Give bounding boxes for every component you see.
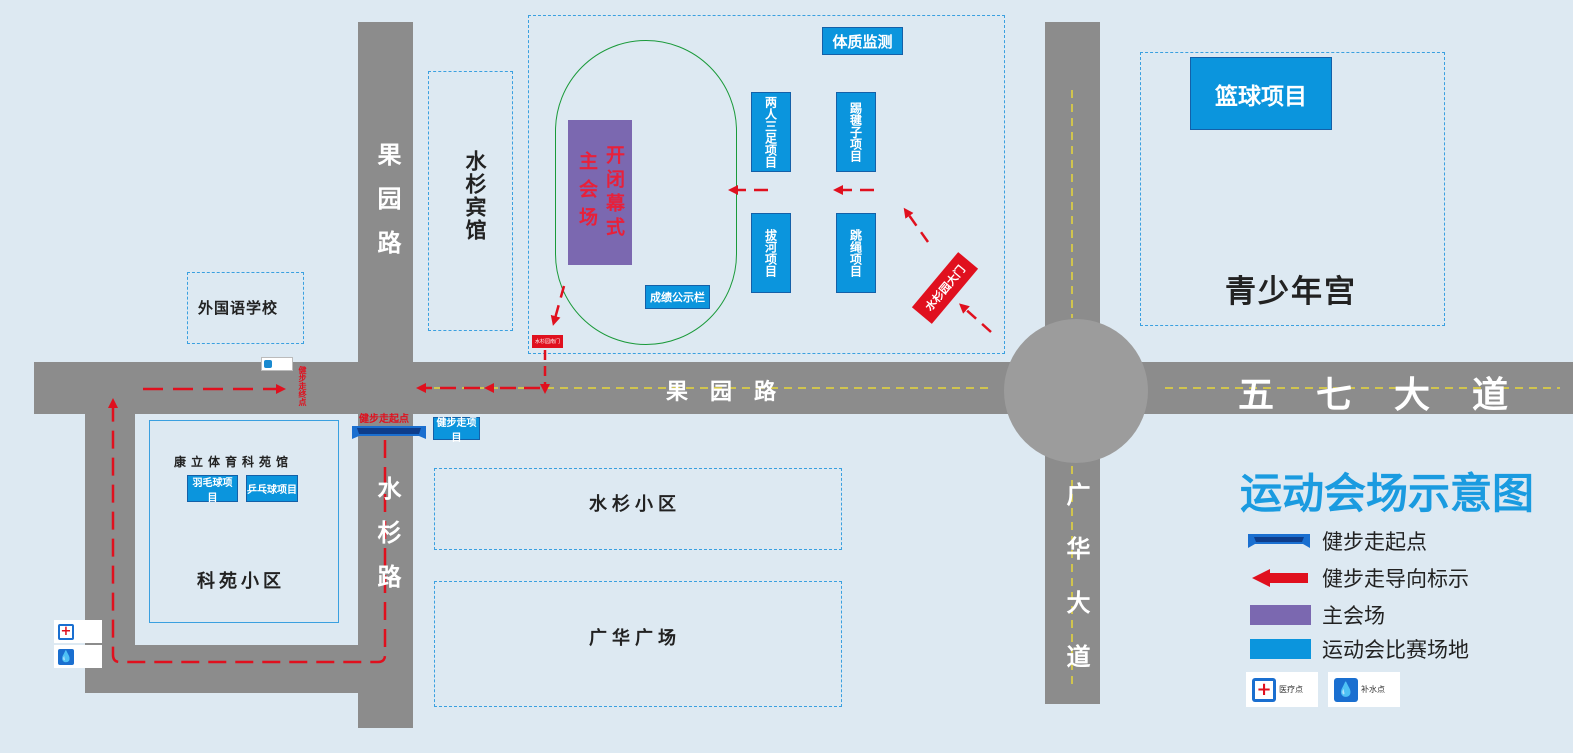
zone-foreign-school (187, 272, 304, 344)
legend-competition-venue-label: 运动会比赛场地 (1322, 638, 1469, 662)
walk-start-sign: 健步走起点 (359, 414, 409, 425)
road-label-guoyuan-vertical: 果园路 (373, 142, 401, 274)
zone-shuishan-hotel (428, 71, 513, 331)
guanghua-square-label: 广华广场 (589, 628, 681, 649)
zone-youth-palace (1140, 52, 1445, 326)
legend-walk-start-label: 健步走起点 (1322, 530, 1427, 554)
tug-of-war-label: 拔河项目 (763, 229, 778, 277)
zone-keyuan (149, 420, 339, 623)
road-loop-left (85, 395, 135, 693)
walk-end-sign: 健步走终点 (298, 366, 307, 406)
jump-rope-label: 跳绳项目 (848, 229, 863, 277)
medical-cross-icon-legend: + (1252, 677, 1276, 702)
tug-of-war-venue[interactable]: 拔河项目 (751, 213, 791, 293)
small-gate-sign[interactable]: 水杉园南门 (532, 335, 563, 348)
walk-start-platform-icon (1248, 534, 1310, 548)
youth-palace-label: 青少年宫 (1225, 274, 1357, 310)
zone-shuishan-district (434, 468, 842, 550)
jump-rope-venue[interactable]: 跳绳项目 (836, 213, 876, 293)
legend-water-card: 💧 补水点 (1328, 672, 1400, 707)
legend-row-main-venue: 主会场 (1250, 600, 1385, 630)
water-drop-icon-small (264, 360, 272, 368)
map-title: 运动会场示意图 (1240, 469, 1535, 518)
legend-water-label: 补水点 (1361, 685, 1385, 694)
results-board[interactable]: 成绩公示栏 (645, 285, 710, 309)
badminton-venue[interactable]: 羽毛球项目 (187, 475, 238, 504)
badminton-label: 羽毛球项目 (192, 477, 233, 504)
road-label-shuishan: 水杉路 (373, 476, 401, 608)
keyuan-district-label: 科苑小区 (197, 571, 285, 592)
legend-row-competition-venue: 运动会比赛场地 (1250, 634, 1469, 664)
water-point-marker: 💧 (54, 645, 102, 668)
blue-swatch (1250, 639, 1311, 659)
roundabout (1004, 319, 1148, 463)
legend-walk-direction-label: 健步走导向标示 (1322, 567, 1469, 591)
shuttlecock-venue[interactable]: 踢毽子项目 (836, 92, 876, 172)
zone-guanghua-square (434, 581, 842, 707)
basketball-label: 篮球项目 (1215, 83, 1307, 110)
red-arrow-icon (1252, 569, 1308, 587)
road-loop-bottom (85, 645, 385, 693)
shuishan-hotel-label: 水杉宾馆 (463, 150, 487, 242)
shuishan-district-label: 水杉小区 (589, 494, 681, 515)
purple-swatch (1250, 605, 1311, 625)
road-label-guoyuan-horizontal: 果园路 (666, 380, 799, 405)
water-drop-icon-legend: 💧 (1334, 677, 1358, 702)
three-legged-venue[interactable]: 两人三足项目 (751, 92, 791, 172)
legend-medical-label: 医疗点 (1279, 685, 1303, 694)
legend-medical-card: + 医疗点 (1246, 672, 1318, 707)
main-venue[interactable]: 主会场 开闭幕式 (568, 120, 632, 265)
walk-project-venue[interactable]: 健步走项目 (433, 417, 480, 444)
legend-row-walk-start: 健步走起点 (1246, 526, 1427, 556)
kangli-gym-label: 康立体育科苑馆 (174, 455, 294, 469)
road-label-wuqi: 五七大道 (1238, 375, 1551, 416)
walk-project-label: 健步走项目 (436, 417, 477, 444)
main-venue-label-1: 主会场 (576, 150, 598, 235)
water-drop-icon: 💧 (58, 648, 74, 665)
small-gate-label: 水杉园南门 (534, 339, 560, 345)
results-board-label: 成绩公示栏 (650, 291, 705, 304)
pingpong-venue[interactable]: 乒乓球项目 (246, 475, 298, 502)
three-legged-label: 两人三足项目 (763, 96, 778, 168)
medical-point-marker: + (54, 620, 102, 643)
main-venue-label-2: 开闭幕式 (603, 144, 625, 241)
shuttlecock-label: 踢毽子项目 (848, 102, 863, 162)
walk-start-platform (352, 426, 426, 439)
foreign-school-label: 外国语学校 (198, 299, 279, 317)
legend: 健步走起点 健步走导向标示 主会场 运动会比赛场地 + 医疗点 💧 补水点 (1246, 522, 1566, 712)
medical-cross-icon: + (58, 623, 74, 640)
water-point-marker-top (261, 357, 293, 371)
fitness-test-venue[interactable]: 体质监测 (822, 27, 903, 55)
legend-row-walk-direction: 健步走导向标示 (1252, 563, 1469, 593)
pingpong-label: 乒乓球项目 (247, 485, 297, 496)
road-label-guanghua: 广华大道 (1062, 482, 1090, 698)
basketball-venue[interactable]: 篮球项目 (1190, 57, 1332, 130)
fitness-test-label: 体质监测 (832, 32, 893, 51)
zone-shuishan-park (528, 15, 1005, 354)
legend-main-venue-label: 主会场 (1322, 604, 1385, 628)
